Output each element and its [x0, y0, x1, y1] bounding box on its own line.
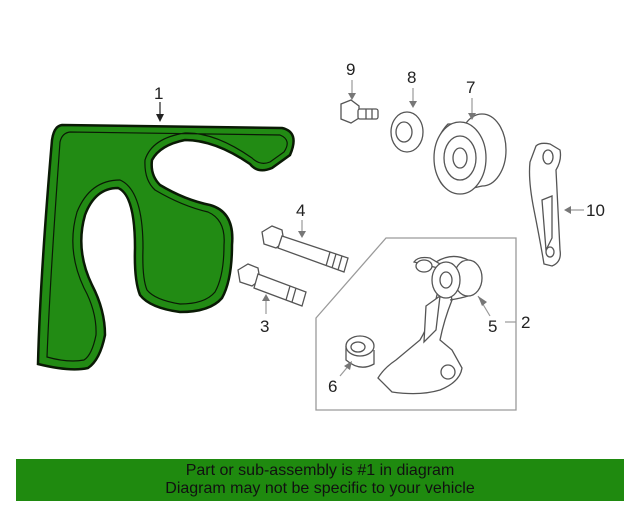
assembly-2-frame [315, 237, 517, 411]
bolt-4[interactable] [261, 225, 349, 273]
idler-pulley-7[interactable] [433, 113, 507, 195]
serpentine-belt[interactable] [36, 123, 295, 371]
callout-1[interactable]: 1 [154, 84, 163, 103]
callout-10[interactable]: 10 [586, 201, 605, 220]
bushing-6[interactable] [345, 335, 375, 368]
bracket-10[interactable] [528, 142, 562, 267]
washer-8[interactable] [390, 111, 424, 153]
callout-10-arrow [564, 206, 571, 214]
callout-7[interactable]: 7 [466, 78, 475, 97]
callout-4[interactable]: 4 [296, 201, 305, 220]
callout-6-arrow [344, 361, 352, 370]
callout-9[interactable]: 9 [346, 60, 355, 79]
bolt-3[interactable] [237, 263, 307, 307]
callout-5[interactable]: 5 [488, 317, 497, 336]
callout-2[interactable]: 2 [521, 313, 530, 332]
banner-line-1: Part or sub-assembly is #1 in diagram [185, 462, 455, 479]
callout-1-leader [156, 102, 164, 122]
callout-6[interactable]: 6 [328, 377, 337, 396]
callout-8[interactable]: 8 [407, 68, 416, 87]
info-banner: Part or sub-assembly is #1 in diagram Di… [16, 459, 624, 501]
info-banner-background [16, 459, 624, 501]
banner-line-2: Diagram may not be specific to your vehi… [165, 480, 475, 497]
callout-3[interactable]: 3 [260, 317, 269, 336]
bolt-9[interactable] [340, 99, 379, 124]
callout-9-arrow [348, 93, 356, 100]
callout-7-arrow [468, 113, 476, 120]
callout-4-arrow [298, 231, 306, 238]
callout-3-arrow [262, 294, 270, 301]
callout-5-arrow [478, 296, 487, 306]
tensioner-pulley-5[interactable] [431, 255, 483, 301]
callout-8-arrow [409, 101, 417, 108]
